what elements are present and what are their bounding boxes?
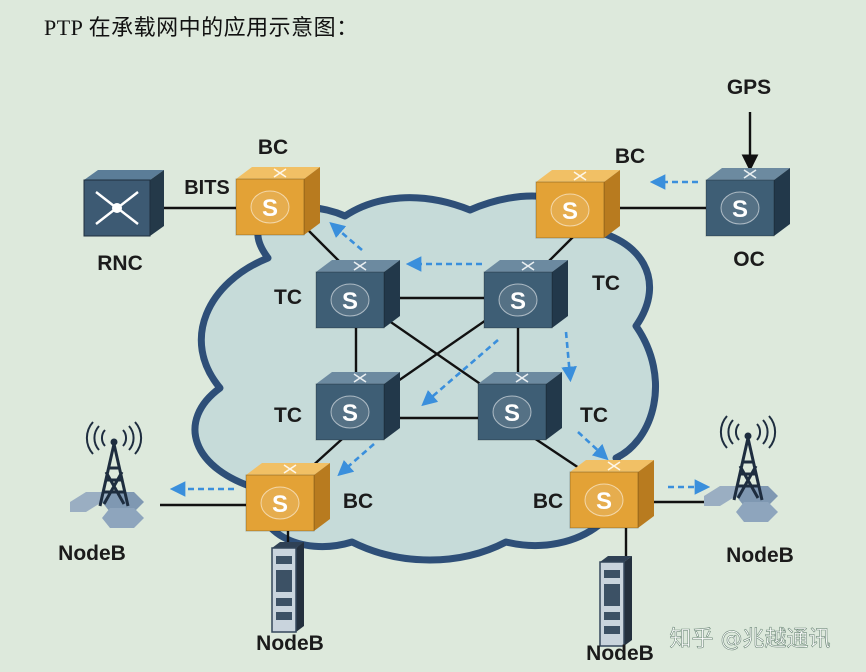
tc-switch-icon: S: [315, 259, 401, 329]
label-tc-top-left: TC: [274, 286, 302, 309]
label-nodeb-left: NodeB: [58, 542, 126, 565]
label-tc-bottom-right: TC: [580, 404, 608, 427]
label-bc-bottom-left: BC: [343, 490, 373, 513]
svg-text:S: S: [504, 400, 520, 427]
label-nodeb-bottom-left: NodeB: [256, 632, 324, 655]
ptp-timing-flow-arrows: [169, 174, 711, 497]
bc-switch-icon: S: [235, 166, 321, 236]
server-icon: [271, 541, 305, 633]
label-bc-top-right: BC: [615, 145, 645, 168]
label-bits: BITS: [184, 177, 230, 199]
label-bc-bottom-right: BC: [533, 490, 563, 513]
oc-switch-icon: S: [705, 167, 791, 237]
label-bc-top-left: BC: [258, 136, 288, 159]
label-tc-top-right: TC: [592, 272, 620, 295]
bc-switch-icon: S: [569, 459, 655, 529]
svg-text:S: S: [262, 195, 278, 222]
label-nodeb-right: NodeB: [726, 544, 794, 567]
flow-arrow-tc-to-bc-bottom-right: [577, 431, 609, 461]
page-title: PTP 在承载网中的应用示意图：: [44, 15, 359, 40]
svg-text:S: S: [562, 198, 578, 225]
tc-switch-icon: S: [483, 259, 569, 329]
server-icon: [599, 555, 633, 647]
tc-switch-icon: S: [315, 371, 401, 441]
label-nodeb-bottom-right: NodeB: [586, 642, 654, 665]
svg-text:S: S: [732, 196, 748, 223]
flow-arrow-tc-down-right: [561, 331, 577, 383]
tc-switch-icon: S: [477, 371, 563, 441]
label-tc-bottom-left: TC: [274, 404, 302, 427]
svg-text:S: S: [272, 491, 288, 518]
svg-text:S: S: [510, 288, 526, 315]
flow-arrow-tc-to-bc-bottom-left: [337, 443, 375, 477]
label-gps: GPS: [727, 76, 771, 99]
radio-tower-icon: [702, 414, 780, 524]
svg-text:S: S: [342, 400, 358, 427]
label-oc: OC: [733, 248, 765, 271]
flow-arrow-tc-to-bc-top-left: [329, 221, 363, 251]
bc-switch-icon: S: [245, 462, 331, 532]
label-rnc: RNC: [97, 252, 143, 275]
svg-text:S: S: [342, 288, 358, 315]
radio-tower-icon: [68, 420, 146, 530]
svg-text:S: S: [596, 488, 612, 515]
watermark-text: 知乎 @兆越通讯: [670, 627, 831, 652]
bc-switch-icon: S: [535, 169, 621, 239]
rnc-router-icon: [83, 170, 164, 237]
flow-arrow-tc-diagonal: [421, 339, 499, 407]
